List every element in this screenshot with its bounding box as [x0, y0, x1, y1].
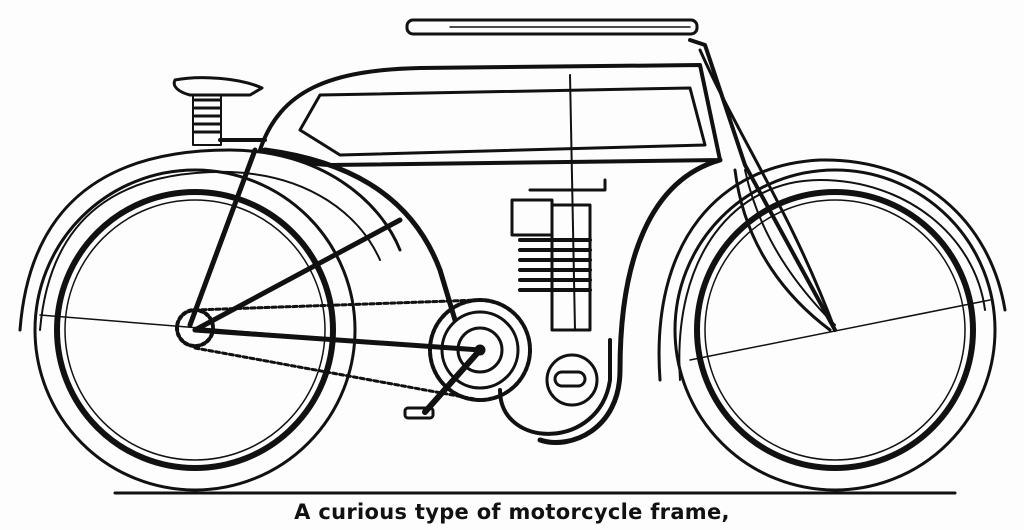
- rear-wheel: [18, 148, 471, 492]
- front-wheel: [657, 158, 1007, 492]
- seat: [172, 76, 267, 146]
- tank-frame: [258, 63, 723, 445]
- front-fork: [688, 38, 837, 332]
- handlebar: [405, 18, 699, 36]
- engine: [498, 74, 612, 436]
- chain-sprocket: [403, 298, 532, 420]
- rear-frame: [175, 147, 483, 402]
- figure-caption: A curious type of motorcycle frame,: [294, 500, 730, 524]
